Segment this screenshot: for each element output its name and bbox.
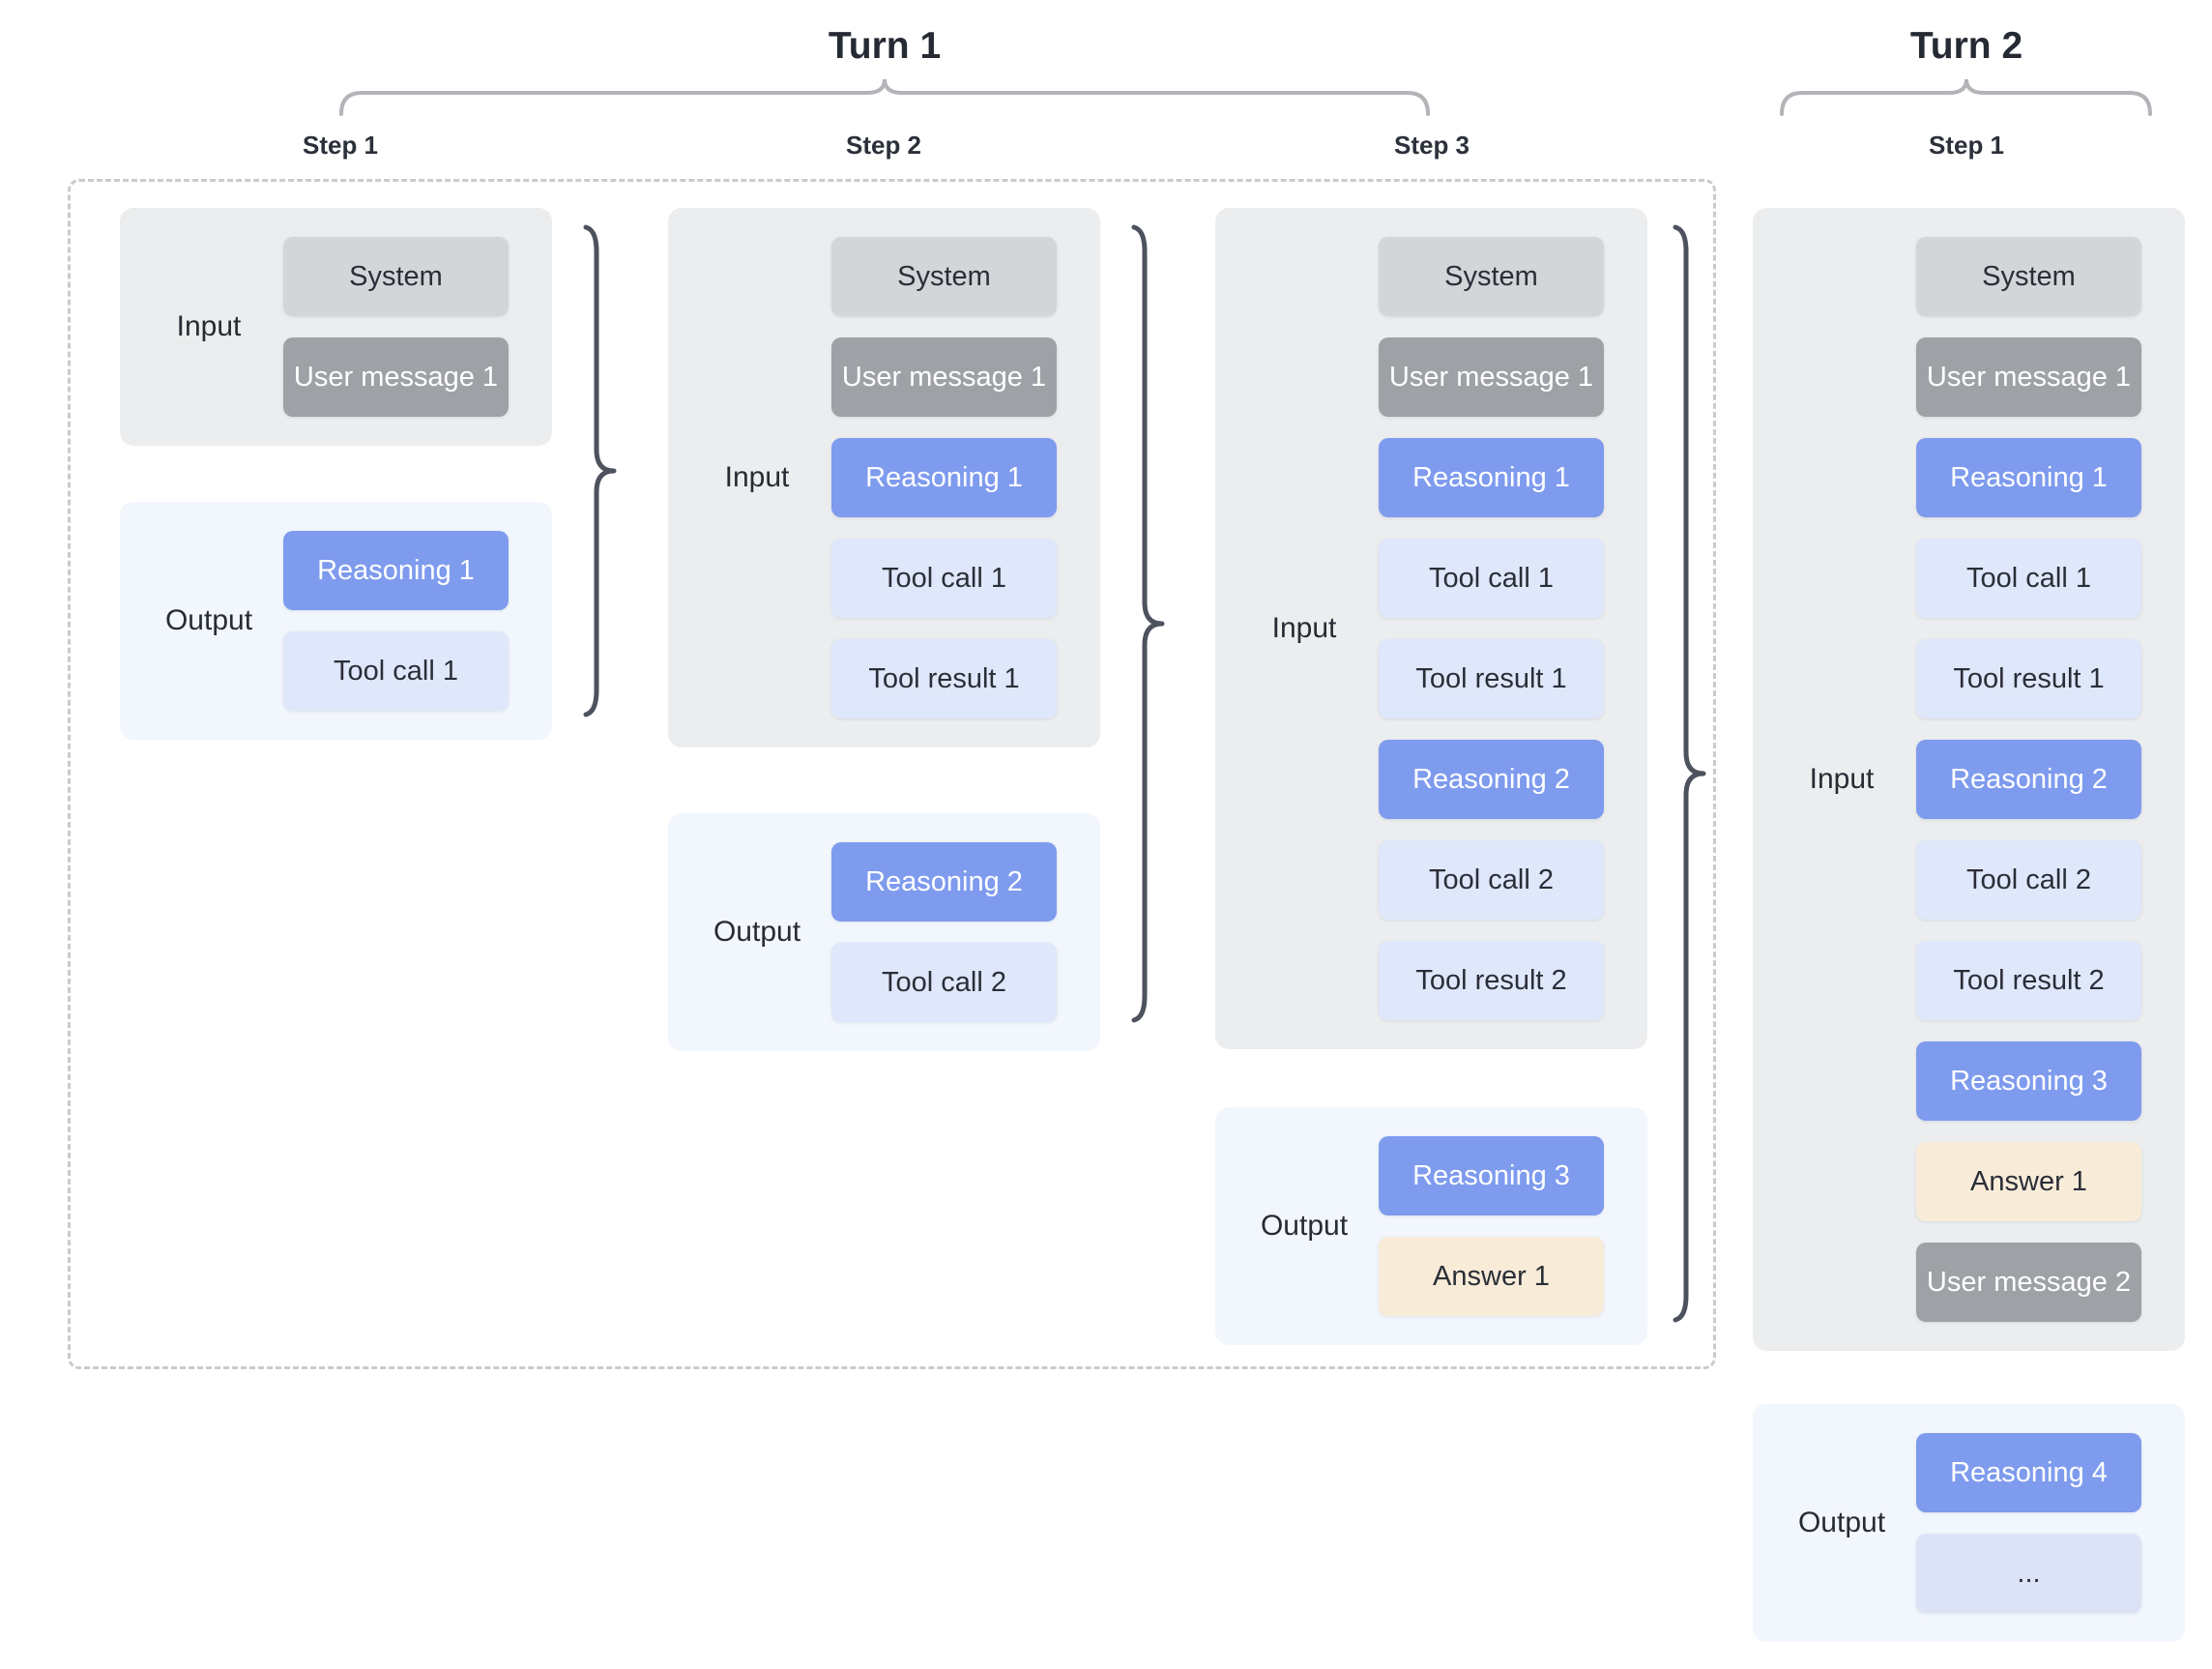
step3-to-turn2-brace xyxy=(1673,224,1706,1323)
chip-tool-result: Tool result 2 xyxy=(1916,941,2141,1020)
turn1-brace xyxy=(339,78,1430,116)
chip-answer: Answer 1 xyxy=(1916,1142,2141,1221)
step2-to-step3-brace xyxy=(1131,224,1165,1023)
chip-system: System xyxy=(283,237,509,316)
chip-reasoning: Reasoning 1 xyxy=(1916,438,2141,517)
chip-ellipsis: ... xyxy=(1916,1534,2141,1613)
input-label: Input xyxy=(176,310,242,342)
chip-tool-result: Tool result 1 xyxy=(1916,639,2141,718)
chip-tool-call: Tool call 1 xyxy=(1379,539,1604,618)
chip-system: System xyxy=(1916,237,2141,316)
chip-tool-call: Tool call 1 xyxy=(283,631,509,711)
chip-tool-call: Tool call 1 xyxy=(831,539,1057,618)
turn1-step3-label: Step 3 xyxy=(1393,131,1470,160)
turn1-step3-input-panel: Input System User message 1 Reasoning 1 … xyxy=(1215,208,1647,1049)
chip-system: System xyxy=(831,237,1057,316)
message-stack: System User message 1 Reasoning 1 Tool c… xyxy=(831,237,1057,718)
step1-to-step2-brace xyxy=(583,224,617,717)
turn1-step2-output-panel: Output Reasoning 2 Tool call 2 xyxy=(668,813,1100,1051)
chip-reasoning: Reasoning 1 xyxy=(283,531,509,610)
turn2-brace xyxy=(1780,78,2152,116)
turn1-step1-label: Step 1 xyxy=(302,131,379,160)
turn1-boundary xyxy=(68,179,1716,1369)
chip-reasoning: Reasoning 3 xyxy=(1916,1041,2141,1121)
chip-user-message: User message 1 xyxy=(1916,337,2141,417)
input-label: Input xyxy=(1271,612,1337,644)
output-label: Output xyxy=(164,604,253,636)
chip-tool-call: Tool call 2 xyxy=(831,943,1057,1022)
input-label: Input xyxy=(724,461,790,493)
turn1-step3-output-panel: Output Reasoning 3 Answer 1 xyxy=(1215,1107,1647,1345)
message-stack: System User message 1 xyxy=(283,237,509,417)
chip-reasoning: Reasoning 1 xyxy=(1379,438,1604,517)
chip-answer: Answer 1 xyxy=(1379,1237,1604,1316)
chip-tool-call: Tool call 1 xyxy=(1916,539,2141,618)
chip-reasoning: Reasoning 2 xyxy=(1916,740,2141,819)
turn2-step1-input-panel: Input System User message 1 Reasoning 1 … xyxy=(1753,208,2185,1351)
turn1-step2-input-panel: Input System User message 1 Reasoning 1 … xyxy=(668,208,1100,747)
chip-reasoning: Reasoning 3 xyxy=(1379,1136,1604,1215)
turn1-step2-label: Step 2 xyxy=(845,131,922,160)
message-stack: Reasoning 1 Tool call 1 xyxy=(283,531,509,711)
chip-reasoning: Reasoning 2 xyxy=(831,842,1057,922)
turn2-step1-output-panel: Output Reasoning 4 ... xyxy=(1753,1404,2185,1642)
chip-user-message: User message 1 xyxy=(831,337,1057,417)
turn1-step1-input-panel: Input System User message 1 xyxy=(120,208,552,446)
input-label: Input xyxy=(1809,763,1875,795)
message-stack: System User message 1 Reasoning 1 Tool c… xyxy=(1379,237,1604,1020)
chip-tool-call: Tool call 2 xyxy=(1916,840,2141,920)
message-stack: Reasoning 4 ... xyxy=(1916,1433,2141,1613)
output-label: Output xyxy=(1260,1210,1349,1242)
turn2-step1-label: Step 1 xyxy=(1928,131,2005,160)
chip-tool-call: Tool call 2 xyxy=(1379,840,1604,920)
message-stack: System User message 1 Reasoning 1 Tool c… xyxy=(1916,237,2141,1322)
chip-tool-result: Tool result 2 xyxy=(1379,941,1604,1020)
chip-tool-result: Tool result 1 xyxy=(1379,639,1604,718)
message-stack: Reasoning 2 Tool call 2 xyxy=(831,842,1057,1022)
message-stack: Reasoning 3 Answer 1 xyxy=(1379,1136,1604,1316)
chip-user-message: User message 2 xyxy=(1916,1243,2141,1322)
chip-reasoning: Reasoning 1 xyxy=(831,438,1057,517)
chip-reasoning: Reasoning 4 xyxy=(1916,1433,2141,1512)
chip-user-message: User message 1 xyxy=(283,337,509,417)
chip-tool-result: Tool result 1 xyxy=(831,639,1057,718)
output-label: Output xyxy=(1797,1507,1886,1538)
turn2-title: Turn 2 xyxy=(1909,25,2023,67)
output-label: Output xyxy=(713,916,801,948)
chip-reasoning: Reasoning 2 xyxy=(1379,740,1604,819)
turn1-step1-output-panel: Output Reasoning 1 Tool call 1 xyxy=(120,502,552,740)
turn1-title: Turn 1 xyxy=(828,25,942,67)
chip-system: System xyxy=(1379,237,1604,316)
chip-user-message: User message 1 xyxy=(1379,337,1604,417)
